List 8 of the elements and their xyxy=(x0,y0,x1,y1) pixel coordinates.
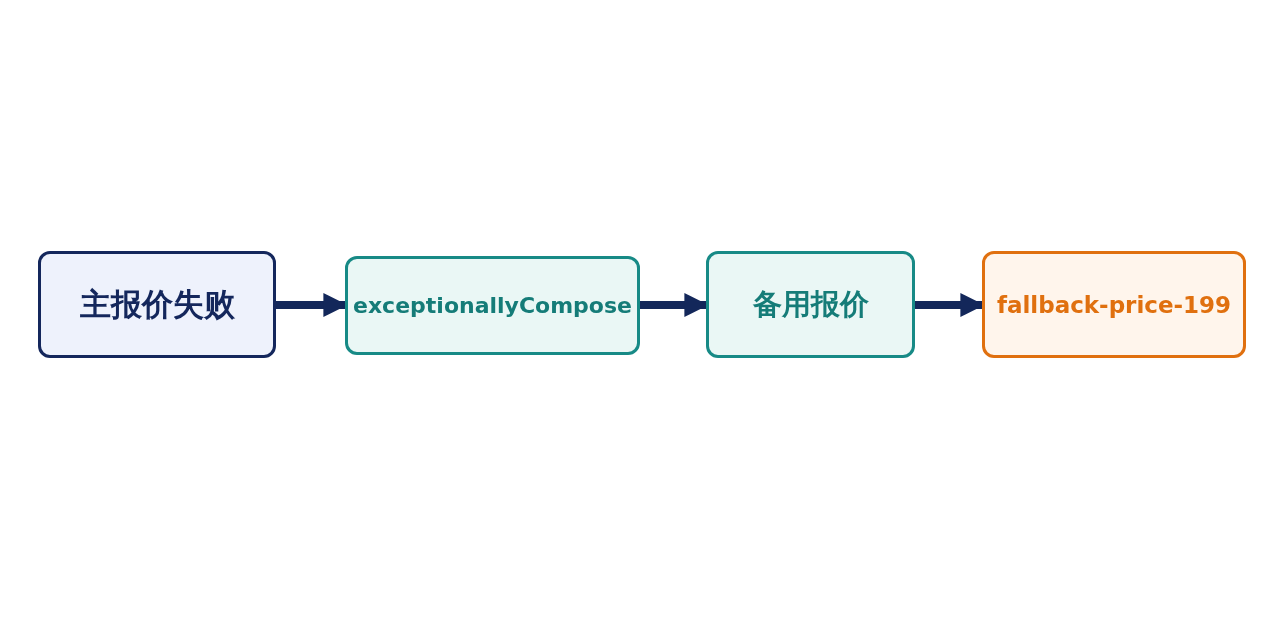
process-box xyxy=(345,256,640,355)
box-label: fallback-price-199 xyxy=(996,291,1232,318)
box-label: exceptionallyCompose xyxy=(353,293,632,318)
process-box xyxy=(706,251,915,358)
box-label: 主报价失败 xyxy=(79,284,235,324)
process-box xyxy=(982,251,1246,358)
process-box xyxy=(38,251,276,358)
box-label: 备用报价 xyxy=(752,285,869,323)
